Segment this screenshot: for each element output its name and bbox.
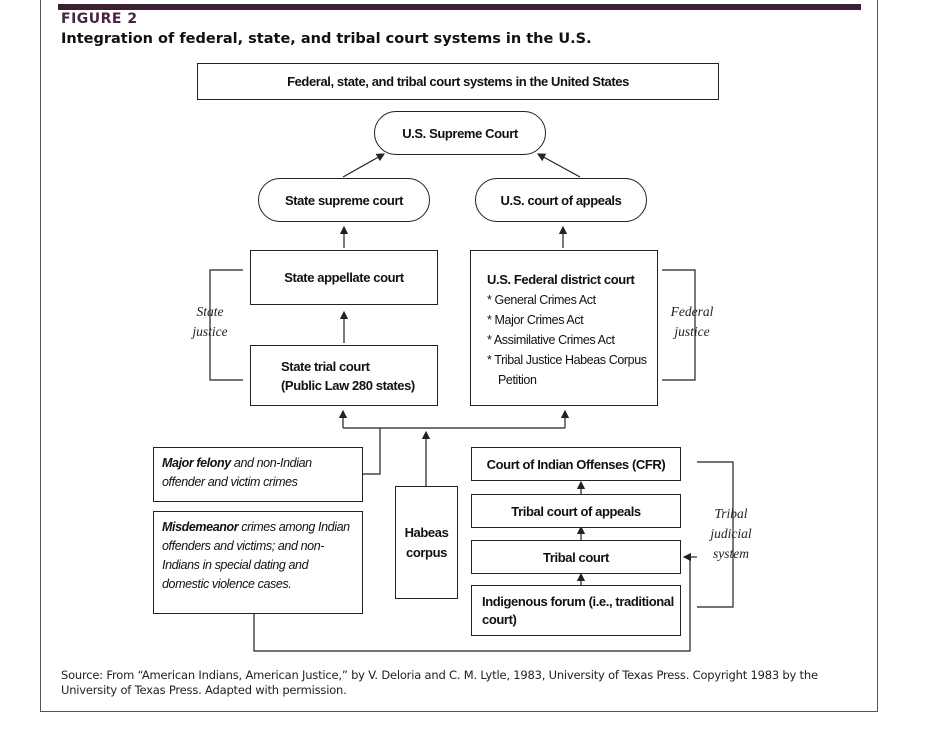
tribal-label-line3: system xyxy=(713,546,749,561)
district-item-4: * Tribal Justice Habeas Corpus xyxy=(487,353,647,367)
state-justice-label: State justice xyxy=(186,302,234,342)
district-item-2: * Major Crimes Act xyxy=(487,313,584,327)
state-supreme-court-node: State supreme court xyxy=(258,178,430,222)
district-court-content: U.S. Federal district court * General Cr… xyxy=(487,270,647,390)
district-item-1: * General Crimes Act xyxy=(487,293,596,307)
district-court-title: U.S. Federal district court xyxy=(487,272,635,287)
state-appellate-court-node: State appellate court xyxy=(250,250,438,305)
tribal-label-line1: Tribal xyxy=(714,506,748,521)
state-justice-line2: justice xyxy=(192,324,228,339)
tribal-court-node: Tribal court xyxy=(471,540,681,574)
state-justice-line1: State xyxy=(196,304,224,319)
state-trial-court-node: State trial court (Public Law 280 states… xyxy=(250,345,438,406)
habeas-line1: Habeas xyxy=(404,524,449,540)
us-district-court-node xyxy=(470,250,658,406)
header-box: Federal, state, and tribal court systems… xyxy=(197,63,719,100)
figure-label: FIGURE 2 xyxy=(61,11,138,27)
major-felony-rest: and non-Indian offender and victim crime… xyxy=(162,456,312,489)
federal-justice-label: Federal justice xyxy=(666,302,718,342)
major-felony-note: Major felony and non-Indian offender and… xyxy=(153,447,363,502)
misdemeanor-rest: crimes among Indian offenders and victim… xyxy=(162,520,350,591)
source-note: Source: From “American Indians, American… xyxy=(61,668,818,697)
us-supreme-court-node: U.S. Supreme Court xyxy=(374,111,546,155)
tribal-court-of-appeals-node: Tribal court of appeals xyxy=(471,494,681,528)
major-felony-bold: Major felony xyxy=(162,456,231,470)
indigenous-forum-node: Indigenous forum (i.e., traditional cour… xyxy=(471,585,681,636)
tribal-label-line2: judicial xyxy=(710,526,752,541)
habeas-line2: corpus xyxy=(406,544,447,560)
misdemeanor-note: Misdemeanor crimes among Indian offender… xyxy=(153,511,363,614)
state-trial-line2: (Public Law 280 states) xyxy=(281,377,415,393)
federal-justice-line2: justice xyxy=(674,324,710,339)
district-item-3: * Assimilative Crimes Act xyxy=(487,333,615,347)
figure-frame xyxy=(40,0,878,712)
us-court-of-appeals-node: U.S. court of appeals xyxy=(475,178,647,222)
court-of-indian-offenses-node: Court of Indian Offenses (CFR) xyxy=(471,447,681,481)
misdemeanor-bold: Misdemeanor xyxy=(162,520,239,534)
habeas-corpus-node: Habeas corpus xyxy=(395,486,458,599)
tribal-system-label: Tribal judicial system xyxy=(706,504,756,564)
state-trial-line1: State trial court xyxy=(281,358,370,374)
figure-top-bar xyxy=(58,4,861,10)
federal-justice-line1: Federal xyxy=(670,304,714,319)
district-item-4-continuation: Petition xyxy=(498,373,537,387)
figure-title: Integration of federal, state, and triba… xyxy=(61,31,592,47)
